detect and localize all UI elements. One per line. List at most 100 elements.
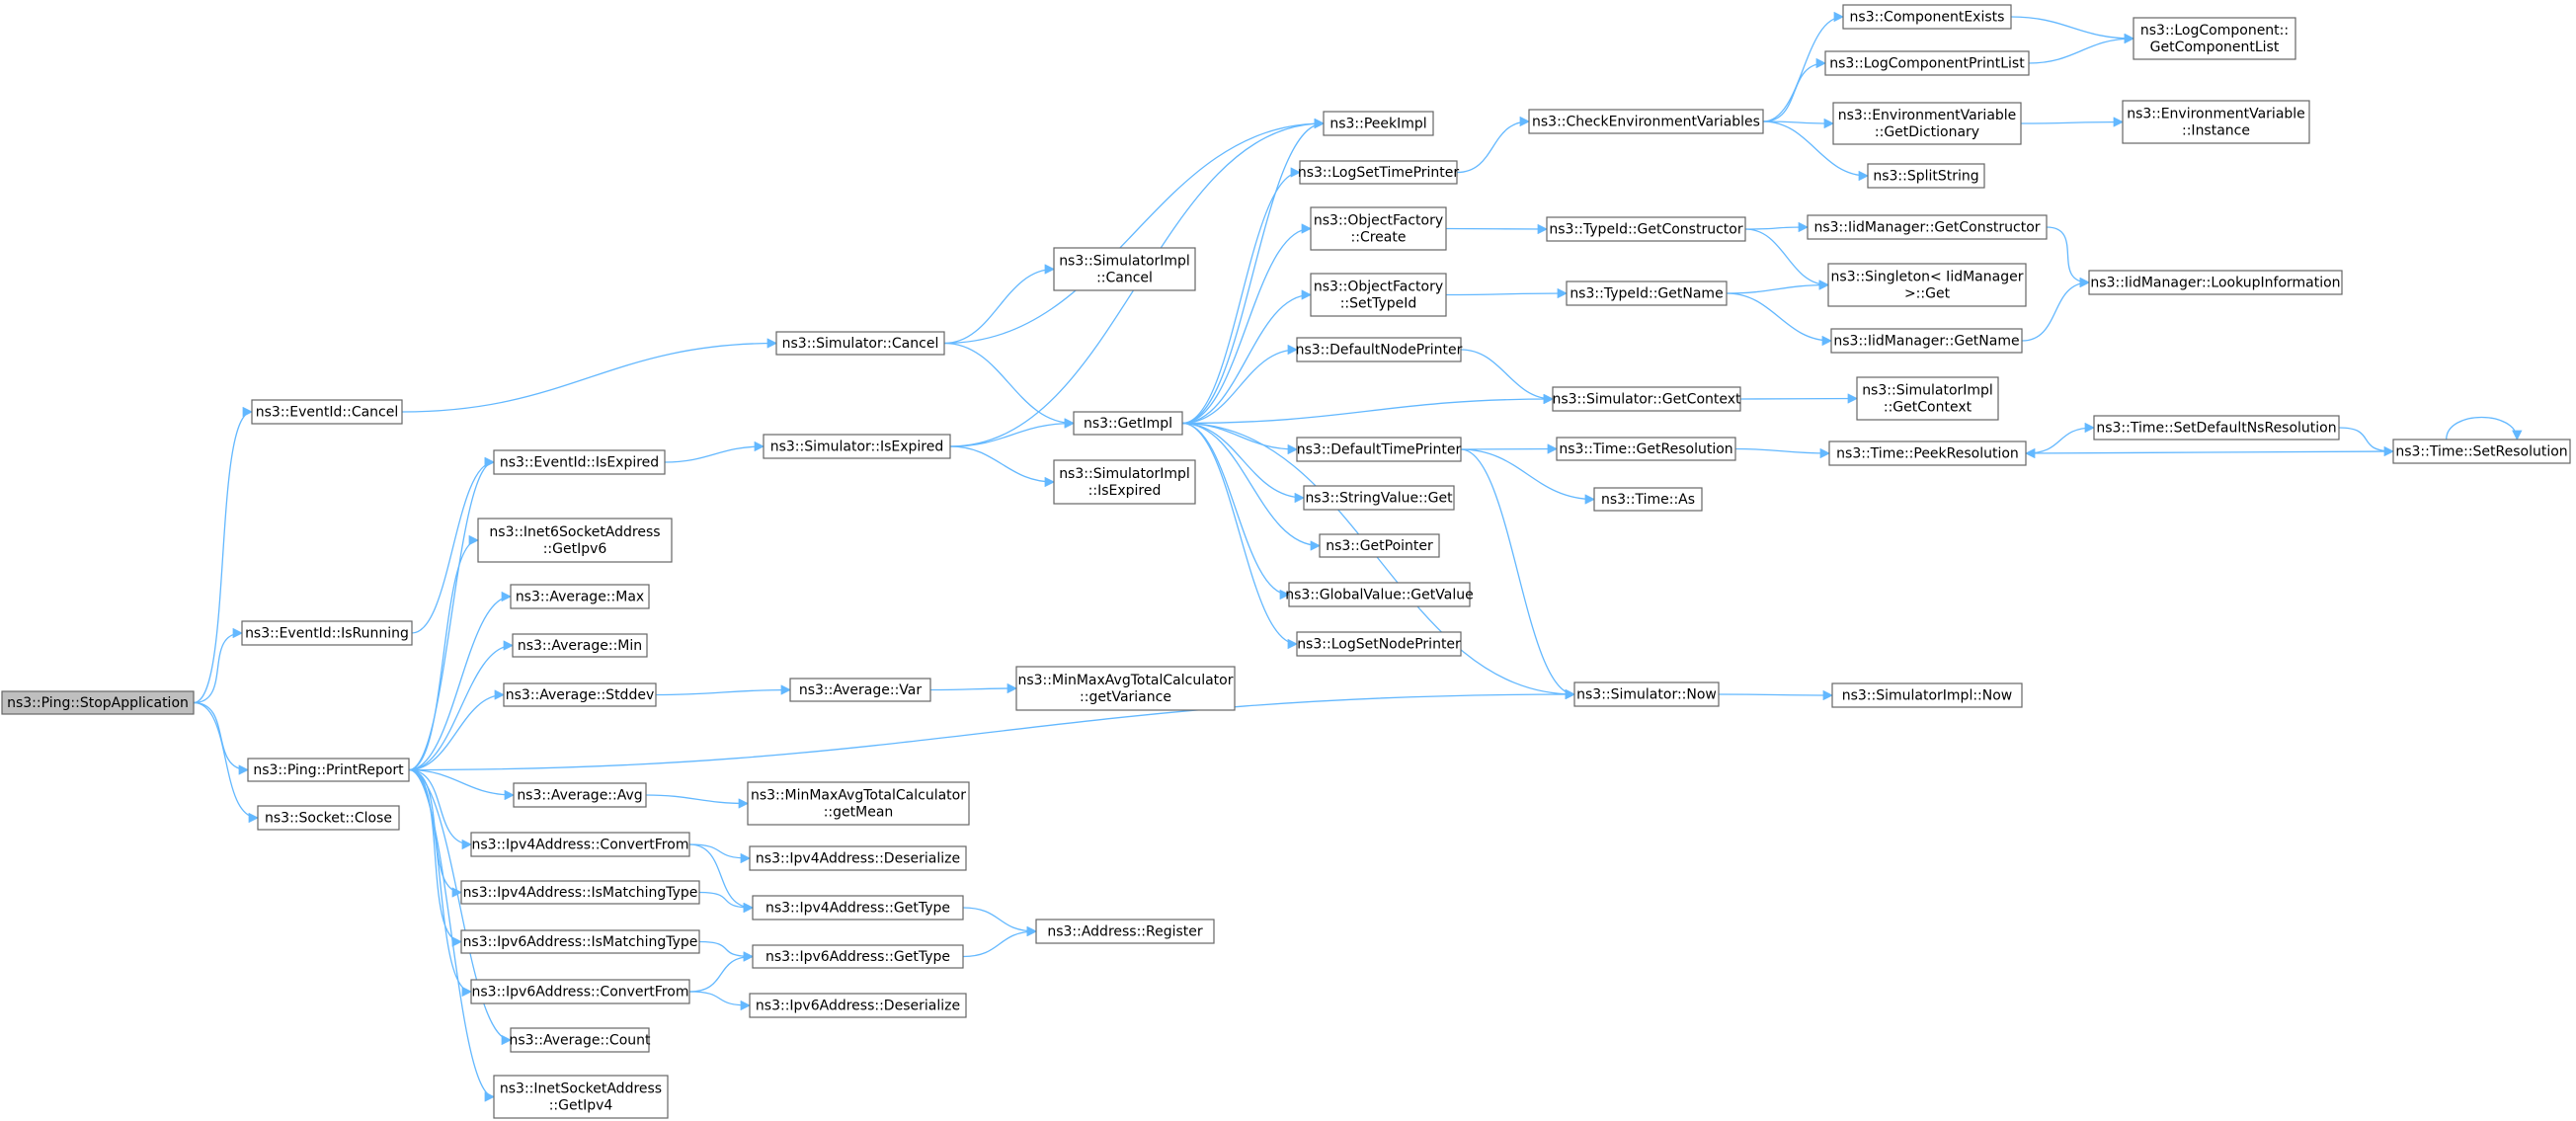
node-box-addrregister xyxy=(1035,919,1215,944)
node-evcancel[interactable]: ns3::EventId::Cancel xyxy=(251,399,403,425)
node-label-minmaxgetvar-0: ns3::MinMaxAvgTotalCalculator xyxy=(1017,673,1233,688)
node-timeas[interactable]: ns3::Time::As xyxy=(1593,487,1703,512)
node-deftimeprinter[interactable]: ns3::DefaultTimePrinter xyxy=(1296,437,1462,462)
node-typeidgetctor[interactable]: ns3::TypeId::GetConstructor xyxy=(1546,216,1746,242)
node-checkenv[interactable]: ns3::CheckEnvironmentVariables xyxy=(1528,109,1764,134)
edge-printreport-to-avgavg xyxy=(408,768,516,801)
edge-getimpl-to-defnodeprinter xyxy=(1181,344,1299,425)
node-label-simnow-0: ns3::Simulator::Now xyxy=(1576,687,1717,703)
node-defnodeprinter[interactable]: ns3::DefaultNodePrinter xyxy=(1296,337,1463,362)
node-box-evisrunning xyxy=(241,620,413,646)
node-ipv4gettype[interactable]: ns3::Ipv4Address::GetType xyxy=(752,895,964,921)
node-typeidgetname[interactable]: ns3::TypeId::GetName xyxy=(1566,280,1728,306)
node-ipv4convert[interactable]: ns3::Ipv4Address::ConvertFrom xyxy=(470,832,690,857)
node-evisexpired[interactable]: ns3::EventId::IsExpired xyxy=(493,449,666,475)
node-minmaxgetvar[interactable]: ns3::MinMaxAvgTotalCalculator::getVarian… xyxy=(1015,666,1236,711)
node-label-evisexpired-0: ns3::EventId::IsExpired xyxy=(500,455,659,471)
node-box-timesetdefres xyxy=(2093,415,2340,440)
node-splitstring[interactable]: ns3::SplitString xyxy=(1867,163,1985,189)
node-timesetres[interactable]: ns3::Time::SetResolution xyxy=(2392,439,2571,464)
node-label-simgetcontext-0: ns3::Simulator::GetContext xyxy=(1552,392,1741,408)
node-evisrunning[interactable]: ns3::EventId::IsRunning xyxy=(241,620,413,646)
node-ipv4matching[interactable]: ns3::Ipv4Address::IsMatchingType xyxy=(460,880,700,905)
node-printreport[interactable]: ns3::Ping::PrintReport xyxy=(247,758,410,782)
node-simimplgetcontext[interactable]: ns3::SimulatorImpl::GetContext xyxy=(1856,376,1999,421)
node-ipv4deser[interactable]: ns3::Ipv4Address::Deserialize xyxy=(749,845,967,871)
node-stopapp[interactable]: ns3::Ping::StopApplication xyxy=(1,690,195,715)
node-compexists[interactable]: ns3::ComponentExists xyxy=(1842,4,2012,30)
edge-objfactcreate-to-typeidgetctor xyxy=(1445,223,1549,235)
node-inet6getipv6[interactable]: ns3::Inet6SocketAddress::GetIpv6 xyxy=(477,518,673,563)
node-label-evisrunning-0: ns3::EventId::IsRunning xyxy=(245,626,409,642)
node-strvalget[interactable]: ns3::StringValue::Get xyxy=(1303,485,1455,511)
node-globalvalget[interactable]: ns3::GlobalValue::GetValue xyxy=(1285,582,1474,607)
node-logcompprintlist[interactable]: ns3::LogComponentPrintList xyxy=(1824,50,2030,76)
node-envvarinstance[interactable]: ns3::EnvironmentVariable::Instance xyxy=(2122,100,2310,144)
node-logcompgetlist[interactable]: ns3::LogComponent::GetComponentList xyxy=(2133,17,2296,60)
node-label-timesetdefres-0: ns3::Time::SetDefaultNsResolution xyxy=(2096,421,2336,437)
node-box-stopapp xyxy=(1,690,195,715)
node-label-iidmgrgetctor-0: ns3::IidManager::GetConstructor xyxy=(1813,220,2040,236)
node-label-iidmgrlookup-0: ns3::IidManager::LookupInformation xyxy=(2090,276,2340,291)
node-logsettimeprinter[interactable]: ns3::LogSetTimePrinter xyxy=(1298,160,1460,185)
node-inetgetipv4[interactable]: ns3::InetSocketAddress::GetIpv4 xyxy=(493,1075,669,1119)
edge-defnodeprinter-to-simgetcontext xyxy=(1460,349,1555,405)
node-getpointer[interactable]: ns3::GetPointer xyxy=(1319,533,1440,558)
node-label-ipv4gettype-0: ns3::Ipv4Address::GetType xyxy=(765,901,950,917)
node-peekimpl[interactable]: ns3::PeekImpl xyxy=(1323,111,1434,136)
node-label-singletonget-0: ns3::Singleton< IidManager xyxy=(1831,270,2024,285)
node-envvargetdict[interactable]: ns3::EnvironmentVariable::GetDictionary xyxy=(1832,102,2022,145)
node-getimpl[interactable]: ns3::GetImpl xyxy=(1073,411,1183,436)
node-simgetcontext[interactable]: ns3::Simulator::GetContext xyxy=(1552,386,1741,412)
node-box-globalvalget xyxy=(1288,582,1471,607)
node-avgmax[interactable]: ns3::Average::Max xyxy=(510,584,650,609)
node-box-iidmgrlookup xyxy=(2088,270,2343,295)
node-ipv6convert[interactable]: ns3::Ipv6Address::ConvertFrom xyxy=(470,979,690,1004)
node-avgcount[interactable]: ns3::Average::Count xyxy=(509,1027,651,1053)
node-box-ipv4gettype xyxy=(752,895,964,921)
node-label-avgavg-0: ns3::Average::Avg xyxy=(517,788,642,804)
node-iidmgrgetctor[interactable]: ns3::IidManager::GetConstructor xyxy=(1807,214,2048,240)
node-simimplisexpired[interactable]: ns3::SimulatorImpl::IsExpired xyxy=(1053,459,1196,505)
node-simimplnow[interactable]: ns3::SimulatorImpl::Now xyxy=(1831,682,2023,708)
node-avgavg[interactable]: ns3::Average::Avg xyxy=(513,782,647,808)
node-simcancel[interactable]: ns3::Simulator::Cancel xyxy=(775,331,945,356)
node-minmaxgetmean[interactable]: ns3::MinMaxAvgTotalCalculator::getMean xyxy=(747,781,970,826)
node-box-avgstddev xyxy=(503,682,657,707)
node-avgmin[interactable]: ns3::Average::Min xyxy=(512,633,648,658)
node-box-simimplgetcontext xyxy=(1856,376,1999,421)
node-simimplcancel[interactable]: ns3::SimulatorImpl::Cancel xyxy=(1053,247,1196,291)
node-simnow[interactable]: ns3::Simulator::Now xyxy=(1573,681,1720,707)
node-timegetres[interactable]: ns3::Time::GetResolution xyxy=(1556,437,1736,461)
edge-ipv4gettype-to-addrregister xyxy=(962,907,1038,937)
node-objfactsettypeid[interactable]: ns3::ObjectFactory::SetTypeId xyxy=(1310,273,1447,317)
node-label-simimplcancel-1: ::Cancel xyxy=(1096,271,1153,286)
edge-ipv4matching-to-ipv4gettype xyxy=(698,891,755,914)
node-timesetdefres[interactable]: ns3::Time::SetDefaultNsResolution xyxy=(2093,415,2340,440)
node-timepeekres[interactable]: ns3::Time::PeekResolution xyxy=(1828,440,2027,466)
node-addrregister[interactable]: ns3::Address::Register xyxy=(1035,919,1215,944)
node-label-timegetres-0: ns3::Time::GetResolution xyxy=(1559,441,1732,457)
node-box-simimplcancel xyxy=(1053,247,1196,291)
node-singletonget[interactable]: ns3::Singleton< IidManager >::Get xyxy=(1827,263,2027,307)
node-iidmgrgetname[interactable]: ns3::IidManager::GetName xyxy=(1830,328,2023,354)
node-ipv6matching[interactable]: ns3::Ipv6Address::IsMatchingType xyxy=(460,929,700,954)
node-label-envvargetdict-0: ns3::EnvironmentVariable xyxy=(1838,108,2017,123)
node-label-simisexpired-0: ns3::Simulator::IsExpired xyxy=(770,440,944,455)
node-box-ipv6deser xyxy=(749,993,967,1018)
node-sockclose[interactable]: ns3::Socket::Close xyxy=(257,805,400,831)
node-box-ipv6convert xyxy=(470,979,690,1004)
node-simisexpired[interactable]: ns3::Simulator::IsExpired xyxy=(763,434,951,459)
node-objfactcreate[interactable]: ns3::ObjectFactory::Create xyxy=(1310,206,1447,251)
node-iidmgrlookup[interactable]: ns3::IidManager::LookupInformation xyxy=(2088,270,2343,295)
node-ipv6deser[interactable]: ns3::Ipv6Address::Deserialize xyxy=(749,993,967,1018)
node-label-minmaxgetmean-1: ::getMean xyxy=(824,805,894,821)
node-avgvar[interactable]: ns3::Average::Var xyxy=(789,678,931,702)
node-avgstddev[interactable]: ns3::Average::Stddev xyxy=(503,682,657,707)
node-label-splitstring-0: ns3::SplitString xyxy=(1873,169,1978,185)
edge-getimpl-to-simnow xyxy=(1181,422,1576,700)
node-logsetnodeprinter[interactable]: ns3::LogSetNodePrinter xyxy=(1296,631,1462,657)
node-ipv6gettype[interactable]: ns3::Ipv6Address::GetType xyxy=(752,944,964,969)
node-label-simcancel-0: ns3::Simulator::Cancel xyxy=(782,336,939,352)
edge-stopapp-to-printreport xyxy=(193,701,250,775)
